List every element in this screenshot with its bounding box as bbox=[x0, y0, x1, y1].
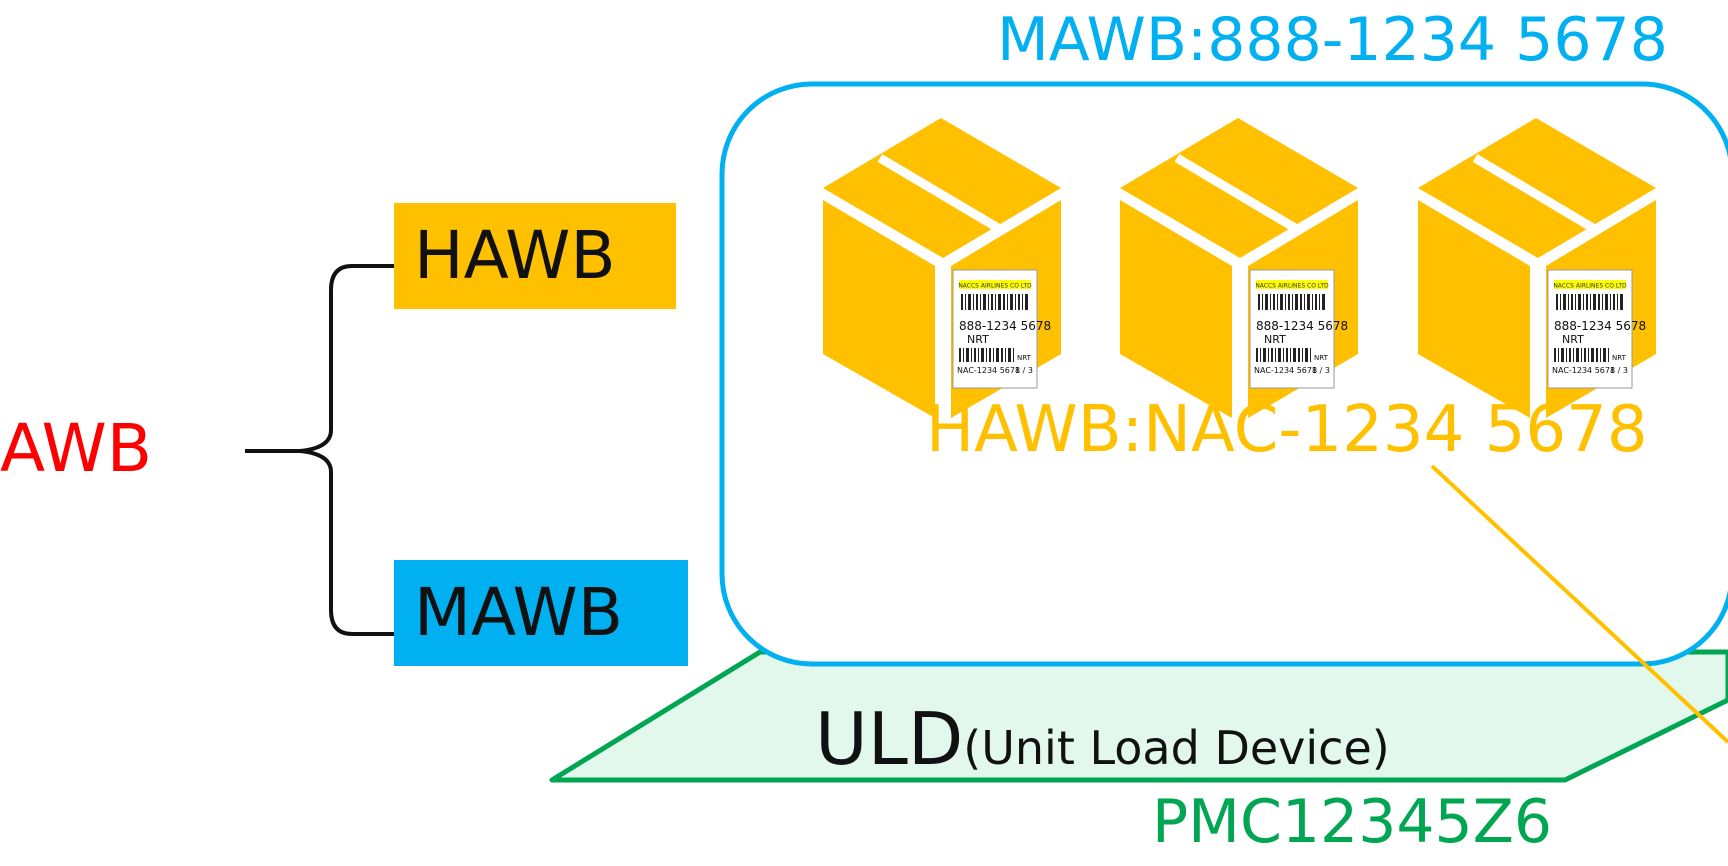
hawb-number: HAWB:NAC-1234 5678 bbox=[926, 393, 1648, 467]
hawb-tag: HAWB bbox=[394, 203, 676, 309]
awb-brace bbox=[245, 264, 394, 636]
mawb-tag: MAWB bbox=[394, 560, 688, 666]
uld-subtitle: (Unit Load Device) bbox=[963, 721, 1390, 775]
awb-label: AWB bbox=[0, 410, 153, 487]
uld-title: ULD bbox=[815, 697, 964, 781]
uld-name: ULD(Unit Load Device) bbox=[815, 703, 1390, 775]
hawb-tag-label: HAWB bbox=[414, 217, 616, 294]
mawb-number: MAWB:888-1234 5678 bbox=[997, 5, 1668, 75]
uld-id: PMC12345Z6 bbox=[1152, 787, 1552, 857]
mawb-tag-label: MAWB bbox=[414, 574, 624, 651]
hawb-pointer-line bbox=[1430, 464, 1728, 744]
